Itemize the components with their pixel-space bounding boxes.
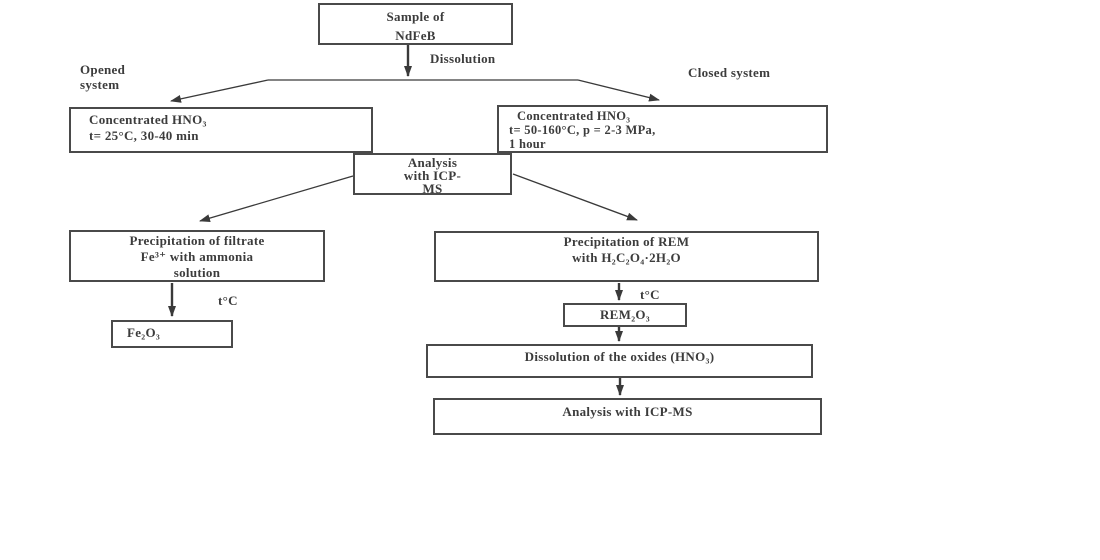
sample-box-line1: Sample of [386,9,445,24]
fe2o3-box: Fe₂O₃ [111,320,233,348]
oxide-dissolution-box: Dissolution of the oxides (HNO₃) [426,344,813,378]
rem2o3-line1: REM₂O₃ [599,307,651,322]
feprec-line2: Fe³⁺ with ammonia [140,249,254,264]
closed-system-hno3-box: Concentrated HNO₃ t= 50-160°C, p = 2-3 M… [497,105,828,153]
arrow-to-opened-system-box [170,79,269,103]
arrow-analysis-to-rem-precipitation [512,173,638,221]
rem-precipitation-box: Precipitation of REM with H₂C₂O₄·2H₂O [434,231,819,282]
feprec-line3: solution [173,265,221,280]
icp1-line2: with ICP- [403,168,462,183]
icp2-line1: Analysis with ICP-MS [562,404,693,419]
temperature-label-right: t°C [640,287,660,302]
opened-system-label: Opened system [80,62,125,92]
icp-ms-analysis-box: Analysis with ICP- MS [353,153,512,195]
closed-hno3-line3: 1 hour [509,137,546,151]
fe-precipitation-box: Precipitation of filtrate Fe³⁺ with ammo… [69,230,325,282]
sample-of-ndfeb-box: Sample of NdFeB [318,3,513,45]
oxdiss-line1: Dissolution of the oxides (HNO₃) [524,349,715,364]
arrow-to-closed-system-box [577,79,660,102]
opened-system-label-line1: Opened [80,62,126,77]
opened-hno3-line1: Concentrated HNO₃ [89,112,207,127]
rem2o3-box: REM₂O₃ [563,303,687,327]
arrow-analysis-to-fe-precipitation [199,175,354,223]
dissolution-label: Dissolution [430,51,496,66]
icp1-line3: MS [422,181,443,196]
remprec-line2: with H₂C₂O₄·2H₂O [572,250,681,265]
opened-system-hno3-box: Concentrated HNO₃ t= 25°C, 30-40 min [69,107,373,153]
closed-hno3-line1: Concentrated HNO₃ [517,109,631,123]
closed-hno3-line2: t= 50-160°C, p = 2-3 MPa, [509,123,656,137]
final-icp-ms-analysis-box: Analysis with ICP-MS [433,398,822,435]
feprec-line1: Precipitation of filtrate [129,233,265,248]
icp1-line1: Analysis [407,155,458,170]
opened-system-label-line2: system [80,77,120,92]
sample-box-line2: NdFeB [395,28,436,43]
fe2o3-line1: Fe₂O₃ [127,325,161,340]
temperature-label-left: t°C [218,293,238,308]
remprec-line1: Precipitation of REM [563,234,690,249]
opened-hno3-line2: t= 25°C, 30-40 min [89,128,199,143]
closed-system-label: Closed system [688,65,771,80]
